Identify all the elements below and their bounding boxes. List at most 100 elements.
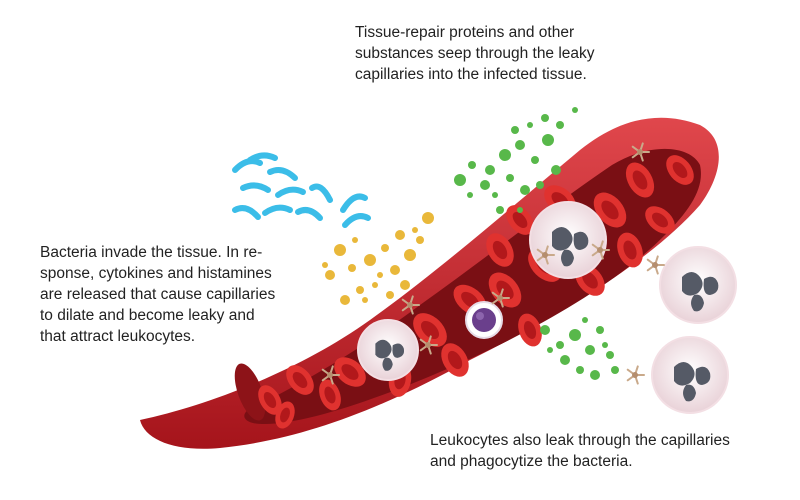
- caption-line: capillaries into the infected tissue.: [355, 66, 587, 83]
- red-blood-cell: [319, 379, 341, 411]
- leukocyte: [659, 246, 737, 324]
- red-blood-cell: [413, 313, 447, 347]
- leukocyte-nucleus: [382, 357, 393, 371]
- protein-dot: [542, 134, 554, 146]
- protein-dot: [485, 165, 495, 175]
- cytokine-dot: [395, 230, 405, 240]
- cytokine-dot: [356, 286, 364, 294]
- protein-dot: [496, 206, 504, 214]
- leukocyte-nucleus: [561, 249, 574, 267]
- platelet: [321, 365, 340, 385]
- red-blood-cell: [645, 206, 675, 234]
- leukocyte-nucleus: [392, 343, 405, 358]
- cytokine-dot: [390, 265, 400, 275]
- cytokine-dot: [340, 295, 350, 305]
- protein-dot: [590, 370, 600, 380]
- caption-line: substances seep through the leaky: [355, 45, 595, 62]
- protein-dot: [517, 207, 523, 213]
- platelet: [591, 240, 610, 260]
- protein-dot: [531, 156, 539, 164]
- protein-dot: [547, 347, 553, 353]
- leukocyte-nucleus: [682, 272, 703, 296]
- platelet: [401, 295, 420, 315]
- protein-dot: [582, 317, 588, 323]
- vessel-end-opening: [234, 363, 266, 421]
- leukocyte-nucleus: [691, 294, 704, 312]
- purple-cell: [465, 301, 503, 339]
- leukocyte-nucleus: [695, 366, 711, 385]
- protein-dot: [572, 107, 578, 113]
- bacterium: [295, 207, 323, 221]
- protein-dot: [515, 140, 525, 150]
- bacterium: [232, 205, 261, 220]
- cytokine-dot: [381, 244, 389, 252]
- red-blood-cell: [593, 192, 627, 228]
- leukocyte-nucleus: [703, 276, 719, 295]
- caption-line: Tissue-repair proteins and other: [355, 24, 575, 41]
- cytokine-dot: [416, 236, 424, 244]
- leukocyte-nucleus: [573, 231, 589, 250]
- platelet: [491, 288, 510, 308]
- protein-dot: [560, 355, 570, 365]
- red-blood-cell: [275, 401, 295, 429]
- bacterium: [340, 193, 368, 213]
- red-blood-cell: [617, 232, 643, 268]
- cytokine-particles: [322, 212, 434, 305]
- caption-proteins: Tissue-repair proteins and other substan…: [355, 22, 655, 85]
- protein-dot: [576, 366, 584, 374]
- leukocyte: [529, 201, 607, 279]
- caption-line: to dilate and become leaky and: [40, 307, 255, 324]
- cytokine-dot: [352, 237, 358, 243]
- cytokine-dot: [422, 212, 434, 224]
- caption-line: sponse, cytokines and histamines: [40, 265, 272, 282]
- protein-dot: [527, 122, 533, 128]
- cytokine-dot: [322, 262, 328, 268]
- protein-dot: [602, 342, 608, 348]
- bacterium: [267, 167, 298, 181]
- protein-dot: [468, 161, 476, 169]
- protein-dot: [536, 181, 544, 189]
- protein-dot: [585, 345, 595, 355]
- bacterium: [309, 183, 333, 203]
- caption-line: Leukocytes also leak through the capilla…: [430, 432, 730, 449]
- protein-dot: [499, 149, 511, 161]
- cytokine-dot: [348, 264, 356, 272]
- protein-dot: [540, 325, 550, 335]
- red-blood-cell: [625, 162, 655, 198]
- cytokine-dot: [372, 282, 378, 288]
- platelet: [646, 255, 665, 275]
- protein-dot: [454, 174, 466, 186]
- protein-dot: [467, 192, 473, 198]
- leukocyte-nucleus: [375, 339, 392, 359]
- protein-particles: [454, 107, 619, 380]
- red-blood-cell: [286, 365, 314, 395]
- red-blood-cell: [486, 233, 514, 267]
- caption-bacteria: Bacteria invade the tissue. In re- spons…: [40, 242, 310, 347]
- bacterium: [240, 182, 271, 193]
- red-blood-cell: [518, 313, 542, 347]
- caption-leukocytes: Leukocytes also leak through the capilla…: [430, 430, 795, 472]
- bacterium: [247, 152, 278, 163]
- red-blood-cell: [441, 343, 469, 377]
- bacterium: [262, 204, 293, 216]
- protein-dot: [611, 366, 619, 374]
- red-blood-cell: [334, 357, 366, 387]
- platelet: [536, 245, 555, 265]
- leukocyte-nucleus: [683, 384, 696, 402]
- cytokine-dot: [400, 280, 410, 290]
- protein-dot: [606, 351, 614, 359]
- protein-dot: [511, 126, 519, 134]
- platelet-stars: [321, 142, 665, 385]
- caption-line: Bacteria invade the tissue. In re-: [40, 244, 263, 261]
- platelet: [626, 365, 645, 385]
- protein-dot: [556, 341, 564, 349]
- caption-line: that attract leukocytes.: [40, 328, 196, 345]
- protein-dot: [492, 192, 498, 198]
- bacterium: [275, 186, 306, 198]
- bacteria-cluster: [232, 152, 371, 228]
- leukocyte-nucleus: [552, 227, 573, 251]
- cytokine-dot: [412, 227, 418, 233]
- leukocyte: [651, 336, 729, 414]
- protein-dot: [506, 174, 514, 182]
